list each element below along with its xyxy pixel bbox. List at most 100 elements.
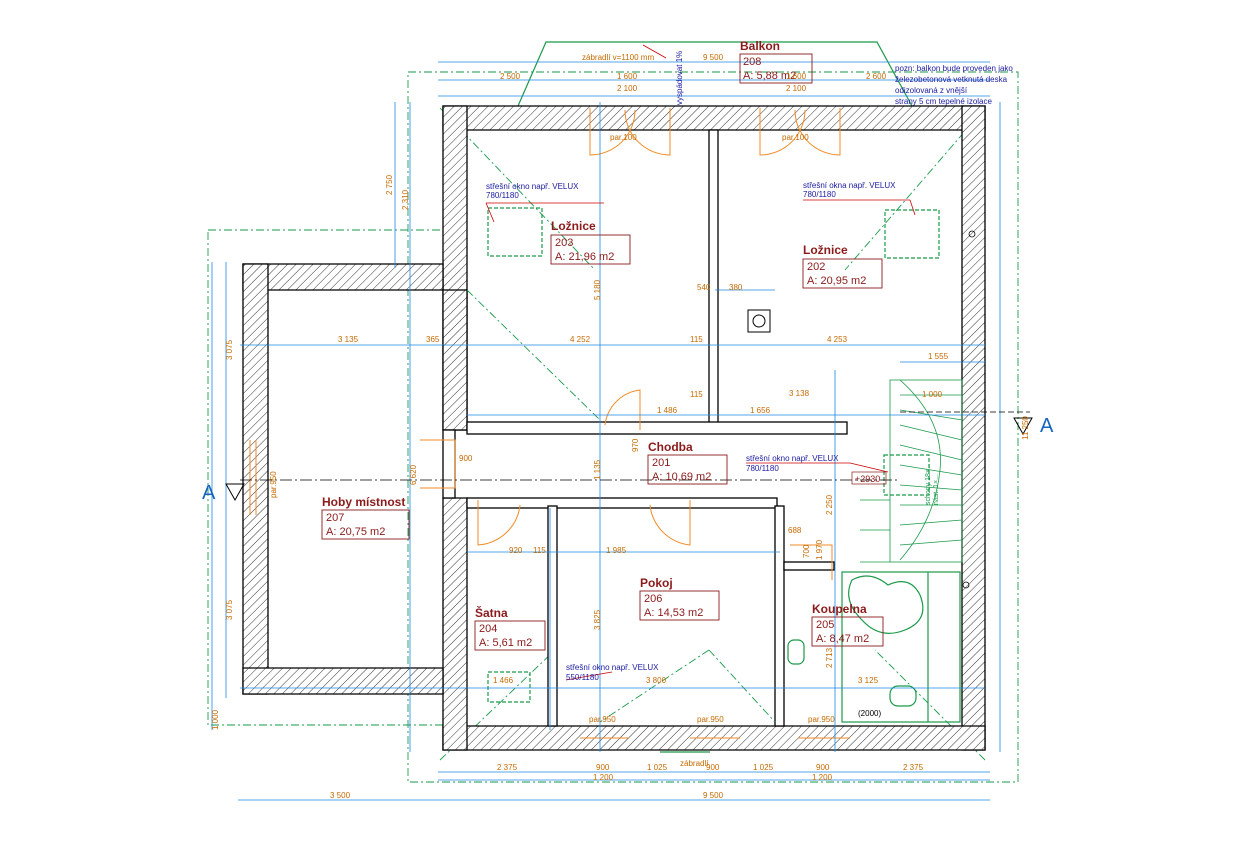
doors [249, 108, 850, 753]
svg-text:11 250: 11 250 [1021, 416, 1030, 440]
svg-text:nást. 1×...: nást. 1×... [933, 474, 940, 505]
svg-text:+2930: +2930 [855, 474, 880, 484]
svg-text:odizolovaná z vnější: odizolovaná z vnější [895, 86, 968, 95]
room-label-pokoj: Pokoj 206 A: 14,53 m2 [639, 576, 720, 621]
svg-text:2 500: 2 500 [500, 72, 521, 81]
svg-text:železobetonová vetknutá deska: železobetonová vetknutá deska [895, 75, 1008, 84]
svg-text:pozn: balkon bude proveden jak: pozn: balkon bude proveden jako [895, 64, 1013, 73]
svg-text:zábradlí v=1100 mm: zábradlí v=1100 mm [582, 53, 654, 62]
svg-text:A: 8,47 m2: A: 8,47 m2 [816, 633, 869, 645]
annotations: pozn: balkon bude proveden jako železobe… [202, 51, 1054, 768]
svg-text:540: 540 [697, 283, 711, 292]
svg-text:3 825: 3 825 [593, 609, 602, 630]
room-label-satna: Šatna 204 A: 5,61 m2 [474, 605, 546, 651]
svg-text:Pokoj: Pokoj [640, 576, 673, 590]
svg-text:9 500: 9 500 [703, 53, 724, 62]
room-labels: Balkon 208 A: 5,88 m2 Ložnice 203 A: 21,… [321, 39, 884, 651]
svg-text:3 075: 3 075 [225, 339, 234, 360]
svg-text:střešní okna např. VELUX: střešní okna např. VELUX [803, 181, 896, 190]
svg-text:204: 204 [479, 623, 497, 635]
room-label-loznice-202: Ložnice 202 A: 20,95 m2 [802, 243, 883, 289]
svg-text:1 656: 1 656 [750, 406, 771, 415]
svg-text:Koupelna: Koupelna [812, 602, 867, 616]
roof-outline [207, 41, 1019, 783]
svg-text:5 180: 5 180 [593, 279, 602, 300]
svg-text:688: 688 [788, 526, 802, 535]
svg-text:par.100: par.100 [610, 133, 637, 142]
svg-text:3 125: 3 125 [858, 676, 879, 685]
room-label-chodba: Chodba 201 A: 10,69 m2 [647, 440, 728, 485]
svg-text:A: 14,53 m2: A: 14,53 m2 [644, 607, 703, 619]
svg-text:380: 380 [729, 283, 743, 292]
svg-text:1 985: 1 985 [606, 546, 627, 555]
svg-text:780/1180: 780/1180 [803, 190, 836, 199]
svg-text:2 100: 2 100 [617, 84, 638, 93]
svg-text:1 135: 1 135 [593, 459, 602, 480]
svg-text:par.950: par.950 [269, 471, 278, 498]
room-label-koupelna: Koupelna 205 A: 8,47 m2 [811, 602, 884, 647]
svg-text:900: 900 [706, 763, 720, 772]
svg-text:203: 203 [555, 237, 573, 249]
svg-text:1 486: 1 486 [657, 406, 678, 415]
svg-text:780/1180: 780/1180 [746, 464, 779, 473]
svg-text:střešní okno např. VELUX: střešní okno např. VELUX [566, 663, 659, 672]
svg-text:1 025: 1 025 [753, 763, 774, 772]
svg-text:206: 206 [644, 593, 662, 605]
note-leaders [485, 44, 916, 681]
svg-text:par.950: par.950 [589, 715, 616, 724]
svg-text:3 135: 3 135 [338, 335, 359, 344]
svg-text:208: 208 [743, 56, 761, 68]
svg-text:par.950: par.950 [697, 715, 724, 724]
svg-text:700: 700 [802, 544, 811, 558]
svg-text:2 375: 2 375 [497, 763, 518, 772]
svg-text:2 750: 2 750 [385, 174, 394, 195]
svg-text:1 600: 1 600 [617, 72, 638, 81]
svg-text:4 253: 4 253 [827, 335, 848, 344]
svg-text:970: 970 [631, 438, 640, 452]
svg-text:vyspádovat 1%: vyspádovat 1% [675, 51, 684, 105]
room-label-balkon: Balkon 208 A: 5,88 m2 [739, 39, 813, 84]
section-line [225, 411, 1033, 502]
svg-text:2 375: 2 375 [903, 763, 924, 772]
svg-text:920: 920 [509, 546, 523, 555]
svg-text:Hoby místnost: Hoby místnost [322, 495, 405, 509]
svg-text:A: 10,69 m2: A: 10,69 m2 [652, 471, 711, 483]
svg-text:4 252: 4 252 [570, 335, 591, 344]
svg-text:A: 5,61 m2: A: 5,61 m2 [479, 637, 532, 649]
svg-text:1 000: 1 000 [211, 709, 220, 730]
svg-text:2 713: 2 713 [825, 647, 834, 668]
svg-text:Šatna: Šatna [475, 605, 508, 620]
svg-text:2 600: 2 600 [866, 72, 887, 81]
svg-text:Ložnice: Ložnice [551, 219, 596, 233]
svg-text:par.950: par.950 [808, 715, 835, 724]
room-label-hoby: Hoby místnost 207 A: 20,75 m2 [321, 495, 410, 540]
svg-text:1 200: 1 200 [812, 773, 833, 782]
dimension-lines [211, 61, 1001, 801]
svg-text:1 466: 1 466 [493, 676, 514, 685]
svg-text:550/1180: 550/1180 [566, 673, 599, 682]
svg-text:Balkon: Balkon [740, 39, 780, 53]
walls [242, 105, 986, 751]
svg-text:1 600: 1 600 [786, 72, 807, 81]
svg-text:202: 202 [807, 261, 825, 273]
svg-text:207: 207 [326, 512, 344, 524]
svg-text:A: A [202, 482, 216, 504]
svg-text:1 200: 1 200 [593, 773, 614, 782]
svg-text:900: 900 [459, 454, 473, 463]
svg-text:780/1180: 780/1180 [486, 191, 519, 200]
svg-text:A: A [1040, 415, 1054, 437]
svg-text:2 100: 2 100 [786, 84, 807, 93]
room-label-loznice-203: Ložnice 203 A: 21,96 m2 [550, 219, 631, 265]
svg-text:900: 900 [816, 763, 830, 772]
svg-text:115: 115 [690, 390, 703, 399]
svg-text:1 025: 1 025 [647, 763, 668, 772]
staircase [860, 379, 963, 563]
svg-text:2 250: 2 250 [825, 494, 834, 515]
svg-text:3 075: 3 075 [225, 599, 234, 620]
svg-text:střešní okno např. VELUX: střešní okno např. VELUX [746, 454, 839, 463]
svg-text:A: 20,75 m2: A: 20,75 m2 [326, 526, 385, 538]
svg-text:115: 115 [690, 335, 703, 344]
svg-text:3 500: 3 500 [330, 791, 351, 800]
dimension-texts: 9 500 2 500 1 600 1 600 2 600 2 100 2 10… [211, 53, 1030, 800]
